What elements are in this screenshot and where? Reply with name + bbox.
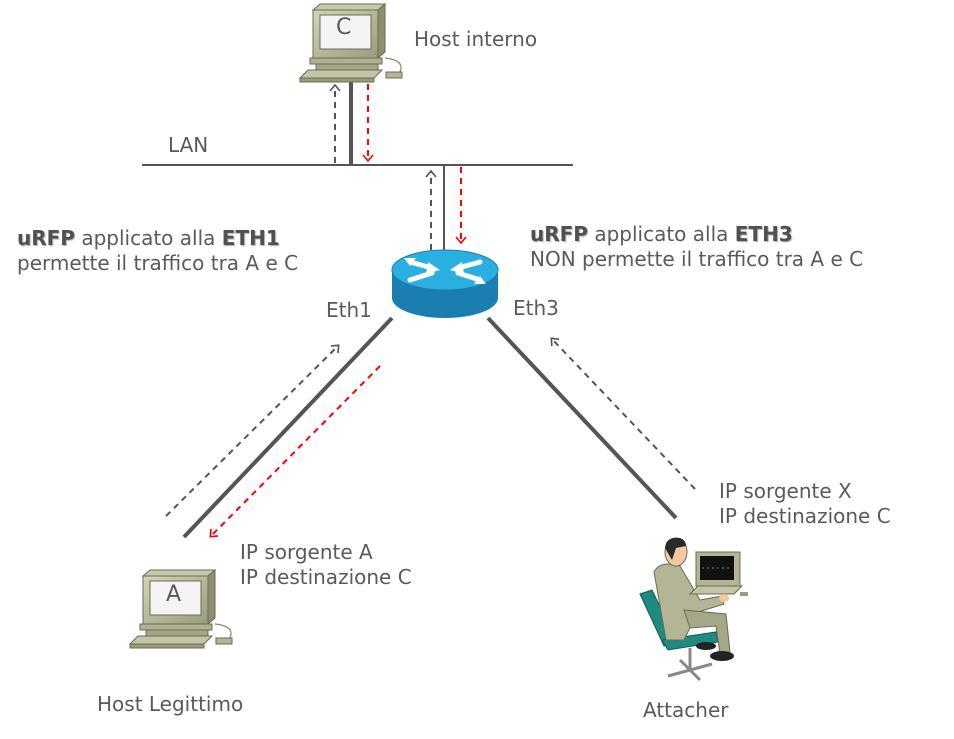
lan-label: LAN: [168, 133, 209, 157]
note-left-iface: ETH1: [221, 226, 280, 250]
note-left-line2: permette il traffico tra A e C: [17, 251, 299, 275]
attacker-figure-icon: [639, 537, 748, 682]
eth1-link: [182, 316, 394, 539]
note-left-middle: applicato alla: [74, 226, 222, 250]
packet-legit-source: IP sorgente A: [240, 540, 373, 564]
host-internal-screen-letter: C: [336, 15, 352, 40]
host-internal-label: Host interno: [414, 27, 538, 51]
note-right-term: uRFP: [530, 222, 588, 246]
eth3-link: [486, 316, 678, 520]
router-icon: [391, 249, 499, 318]
host-legit-label: Host Legittimo: [97, 692, 244, 716]
host-internal-computer-icon: [298, 2, 403, 83]
request-arrow-attacker-to-router: [550, 337, 696, 490]
packet-legit-info: IP sorgente A IP destinazione C: [240, 540, 412, 590]
note-left-line1: uRFP applicato alla ETH1: [17, 226, 298, 251]
host-legit-screen-letter: A: [166, 582, 182, 607]
packet-attacker-info: IP sorgente X IP destinazione C: [719, 479, 891, 529]
note-right-line2: NON permette il traffico tra A e C: [530, 247, 864, 271]
note-right-line1: uRFP applicato alla ETH3: [530, 222, 863, 247]
packet-attacker-destination: IP destinazione C: [719, 504, 891, 528]
note-right-middle: applicato alla: [587, 222, 735, 246]
eth3-label: Eth3: [513, 296, 559, 320]
reply-arrow-router-to-a: [209, 365, 381, 538]
packet-attacker-source: IP sorgente X: [719, 479, 852, 503]
note-left: uRFP applicato alla ETH1 permette il tra…: [17, 226, 298, 276]
host-legit-computer-icon: [128, 568, 233, 649]
eth1-label: Eth1: [326, 298, 372, 322]
note-left-term: uRFP: [17, 226, 75, 250]
note-right: uRFP applicato alla ETH3 NON permette il…: [530, 222, 863, 272]
note-right-iface: ETH3: [734, 222, 793, 246]
packet-legit-destination: IP destinazione C: [240, 565, 412, 589]
attacker-label: Attacher: [643, 698, 729, 722]
request-arrow-a-to-router: [165, 344, 340, 517]
